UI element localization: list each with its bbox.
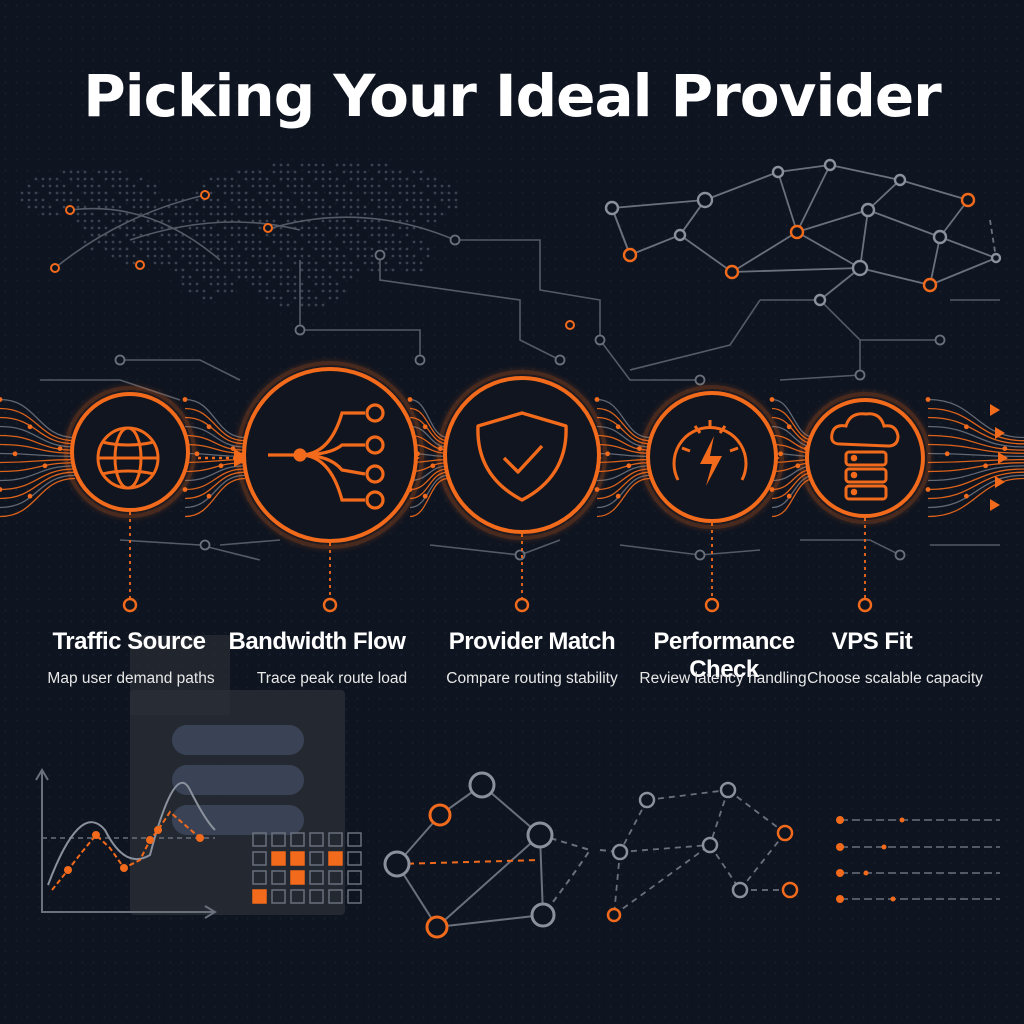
step-description: Map user demand paths	[47, 670, 215, 687]
line-chart-graphic	[35, 768, 217, 919]
map-accent-nodes	[50, 190, 575, 330]
slider-lines-graphic	[836, 816, 1000, 903]
label-connectors	[122, 512, 873, 613]
page-title: Picking Your Ideal Provider	[83, 62, 942, 130]
background-circuit-lines	[40, 194, 1000, 561]
step-description: Trace peak route load	[256, 670, 408, 687]
network-graph-bottom-left	[383, 771, 621, 939]
branching-flow-icon	[268, 403, 385, 510]
background-circuit-nodes	[114, 234, 946, 561]
step-title: VPS Fit	[831, 628, 913, 655]
shield-check-icon	[476, 411, 568, 502]
step-title: Bandwidth Flow	[228, 628, 406, 655]
network-mesh-top-right	[604, 158, 1002, 307]
grid-squares-graphic	[252, 832, 362, 904]
step-title: Traffic Source	[52, 628, 206, 655]
globe-icon	[96, 426, 160, 490]
step-description: Choose scalable capacity	[807, 670, 983, 687]
step-title: Provider Match	[448, 628, 616, 655]
network-graph-bottom-right	[606, 781, 799, 923]
step-circles	[64, 361, 931, 549]
speedometer-bolt-icon	[672, 420, 748, 486]
step-description: Review latency handling	[639, 670, 807, 687]
world-map-dots	[20, 163, 458, 307]
step-description: Compare routing stability	[446, 670, 618, 687]
cloud-server-icon	[830, 412, 900, 501]
step-title: Performance Check	[653, 628, 795, 683]
